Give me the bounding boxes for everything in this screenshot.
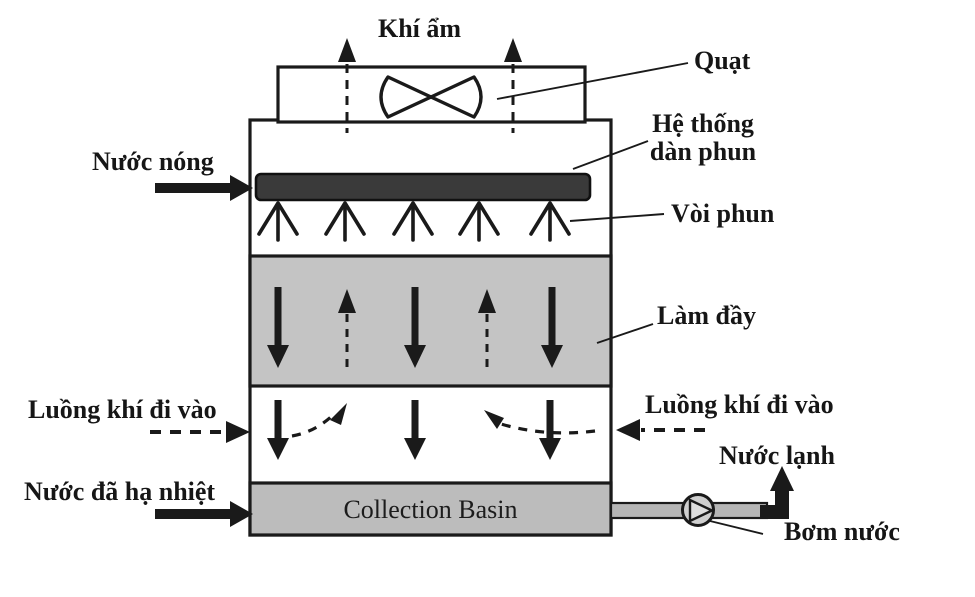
fan-icon: [379, 75, 483, 119]
fill-water-down-arrows: [267, 287, 563, 368]
cooled-water-arrow: [155, 501, 253, 527]
label-cold-water: Nước lạnh: [719, 441, 835, 470]
label-spray-system-line1: Hệ thống: [652, 109, 754, 138]
fill-section: [248, 254, 613, 388]
spray-header: [254, 172, 592, 202]
label-fan: Quạt: [694, 46, 751, 75]
label-water-pump: Bơm nước: [784, 517, 900, 546]
air-inlet-arrow-left: [150, 421, 250, 443]
rain-zone-arrows: [267, 400, 596, 460]
label-spray-system-line2: dàn phun: [649, 137, 757, 167]
humid-air-arrows: [338, 38, 522, 133]
label-humid-air: Khí ẩm: [378, 14, 462, 43]
label-cooled-water: Nước đã hạ nhiệt: [24, 477, 216, 506]
label-fill: Làm đầy: [657, 301, 756, 330]
label-hot-water: Nước nóng: [92, 147, 214, 176]
spray-nozzles-icon: [257, 201, 571, 242]
air-inlet-arrow-right: [616, 419, 705, 441]
label-collection-basin: Collection Basin: [343, 495, 518, 524]
cold-water-arrow: [770, 466, 794, 519]
label-air-inlet-left: Luồng khí đi vào: [28, 395, 217, 424]
pump-icon: [681, 493, 715, 527]
fan-housing: [276, 65, 587, 124]
label-air-inlet-right: Luồng khí đi vào: [645, 390, 834, 419]
label-spray-system: Hệ thống dàn phun: [643, 109, 763, 167]
hot-water-arrow: [155, 175, 253, 201]
fill-air-up-arrows: [338, 289, 496, 367]
leader-lines: [496, 62, 764, 535]
label-spray-nozzle: Vòi phun: [671, 199, 775, 228]
